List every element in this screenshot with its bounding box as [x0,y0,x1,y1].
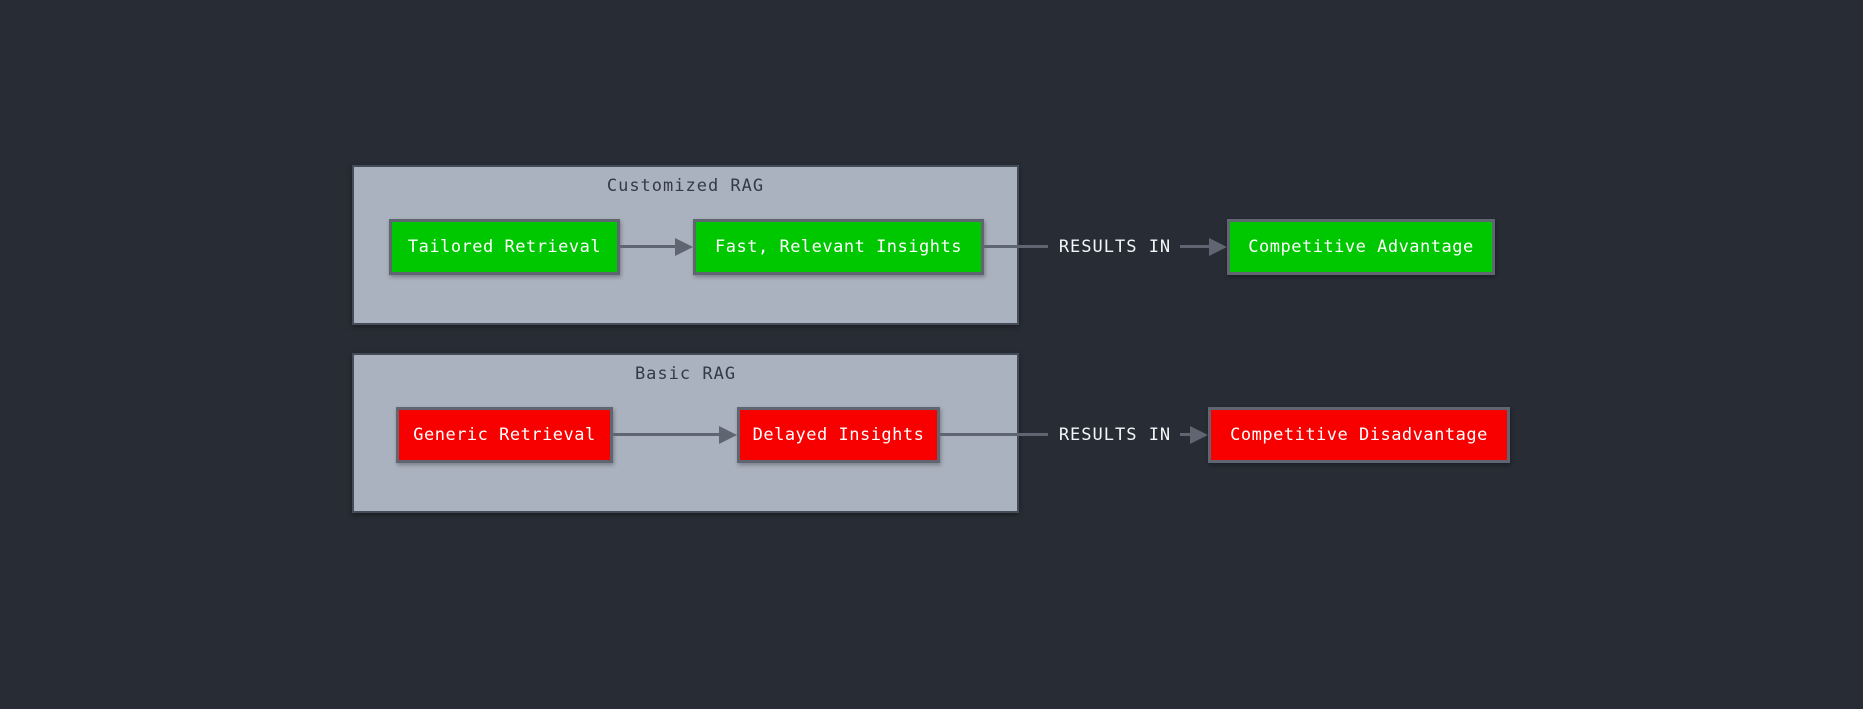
arrowhead-icon [719,426,737,444]
cluster-title: Basic RAG [634,364,737,384]
edge-line [1180,433,1192,436]
arrowhead-icon [1209,238,1227,256]
node-tailored-retrieval: Tailored Retrieval [389,219,620,275]
arrowhead-icon [1190,426,1208,444]
arrowhead-icon [675,238,693,256]
edge-line [613,433,719,436]
node-competitive-advantage: Competitive Advantage [1227,219,1495,275]
node-delayed-insights: Delayed Insights [737,407,940,463]
edge-label-results-in: RESULTS IN [1058,425,1172,445]
node-competitive-disadvantage: Competitive Disadvantage [1208,407,1510,463]
edge-label-results-in: RESULTS IN [1058,237,1172,257]
edge-line [984,245,1048,248]
node-generic-retrieval: Generic Retrieval [396,407,613,463]
edge-line [620,245,676,248]
cluster-title: Customized RAG [606,176,765,196]
node-fast-relevant-insights: Fast, Relevant Insights [693,219,984,275]
edge-line [940,433,1048,436]
edge-line [1180,245,1210,248]
